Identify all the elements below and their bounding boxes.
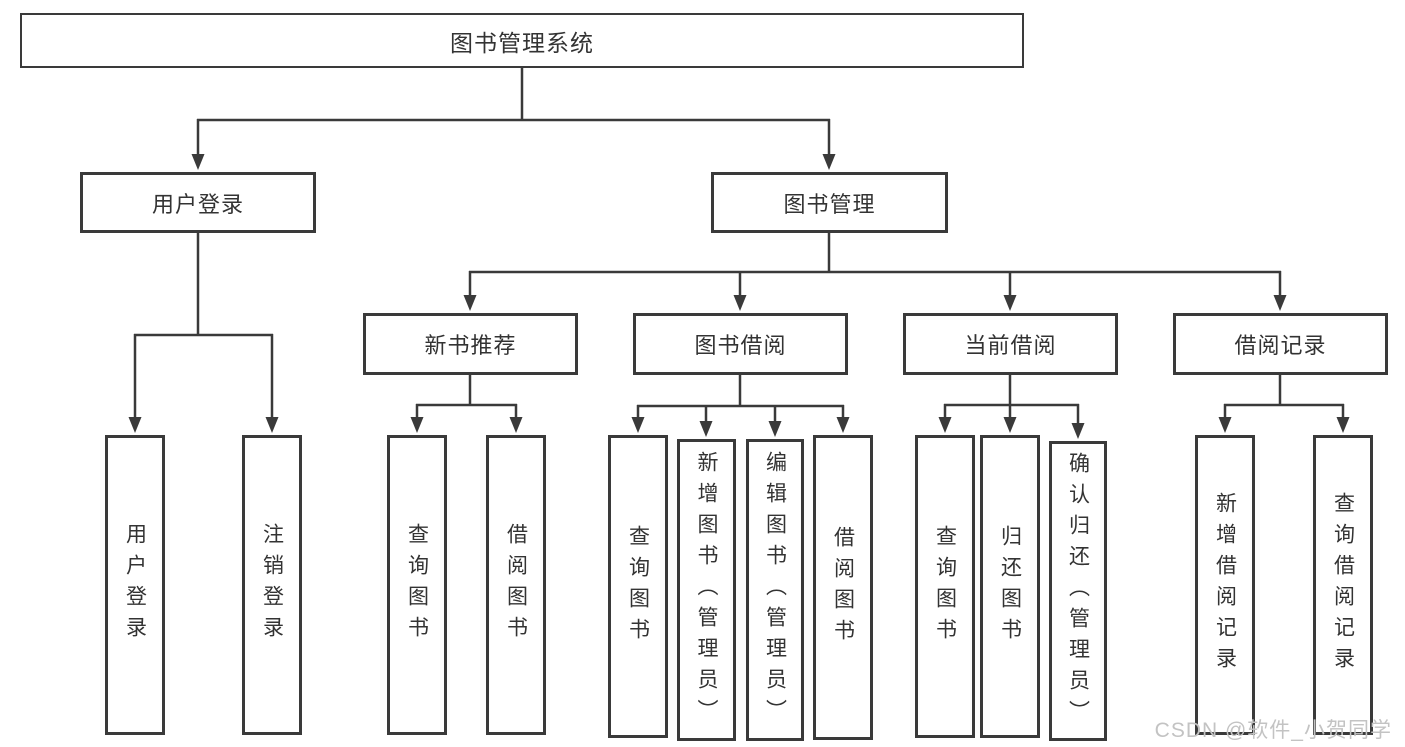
leaf-borrow-books-recommend: 借阅图书	[486, 435, 546, 735]
connector-book-mgmt-to-groups	[468, 233, 1282, 302]
node-borrowing-records-label: 借阅记录	[1234, 333, 1327, 358]
leaf-query-books-borrowing: 查询图书	[608, 435, 668, 738]
leaf-edit-books-admin-label: 编辑图书（管理员）	[763, 450, 787, 730]
node-root-system: 图书管理系统	[20, 13, 1024, 68]
leaf-borrow-books-recommend-label: 借阅图书	[504, 523, 528, 647]
leaf-logout-login-label: 注销登录	[260, 523, 284, 647]
leaf-borrow-books-borrowing: 借阅图书	[813, 435, 873, 740]
node-root-system-label: 图书管理系统	[450, 29, 594, 56]
leaf-query-borrow-record-label: 查询借阅记录	[1331, 492, 1355, 678]
connector-new-books-to-leaves	[415, 375, 518, 424]
node-book-borrowing-label: 图书借阅	[694, 333, 787, 358]
leaf-query-borrow-record: 查询借阅记录	[1313, 435, 1373, 735]
connector-borrow-records-to-leaves	[1223, 375, 1345, 424]
leaf-edit-books-admin: 编辑图书（管理员）	[746, 439, 804, 741]
node-user-login: 用户登录	[80, 172, 316, 233]
leaf-add-books-admin: 新增图书（管理员）	[677, 439, 736, 741]
leaf-user-login: 用户登录	[105, 435, 165, 735]
leaf-add-borrow-record: 新增借阅记录	[1195, 435, 1255, 735]
leaf-user-login-label: 用户登录	[123, 523, 147, 647]
leaf-query-books-current-label: 查询图书	[933, 524, 957, 649]
leaf-query-books-recommend-label: 查询图书	[405, 523, 429, 647]
connector-book-borrow-to-leaves	[636, 375, 845, 428]
leaf-confirm-return-admin-label: 确认归还（管理员）	[1066, 451, 1090, 731]
node-new-book-recommend: 新书推荐	[363, 313, 578, 375]
leaf-query-books-current: 查询图书	[915, 435, 975, 738]
node-book-management-label: 图书管理	[783, 191, 876, 217]
node-book-management: 图书管理	[711, 172, 948, 233]
node-current-borrowing-label: 当前借阅	[964, 333, 1057, 358]
node-new-book-recommend-label: 新书推荐	[424, 333, 517, 358]
node-user-login-label: 用户登录	[151, 191, 244, 217]
leaf-confirm-return-admin: 确认归还（管理员）	[1049, 441, 1107, 741]
node-current-borrowing: 当前借阅	[903, 313, 1118, 375]
leaf-query-books-recommend: 查询图书	[387, 435, 447, 735]
node-book-borrowing: 图书借阅	[633, 313, 848, 375]
node-borrowing-records: 借阅记录	[1173, 313, 1388, 375]
connector-root-to-level2	[196, 68, 831, 160]
connector-current-borrow-to-leaves	[943, 375, 1080, 430]
leaf-borrow-books-borrowing-label: 借阅图书	[831, 525, 855, 650]
leaf-logout-login: 注销登录	[242, 435, 302, 735]
leaf-return-books-label: 归还图书	[998, 524, 1022, 649]
connector-user-login-to-leaves	[133, 233, 274, 424]
leaf-add-books-admin-label: 新增图书（管理员）	[695, 450, 718, 730]
csdn-watermark: CSDN @软件_小贺同学	[1154, 719, 1392, 742]
leaf-query-books-borrowing-label: 查询图书	[626, 524, 650, 649]
leaf-add-borrow-record-label: 新增借阅记录	[1213, 492, 1237, 678]
leaf-return-books: 归还图书	[980, 435, 1040, 738]
